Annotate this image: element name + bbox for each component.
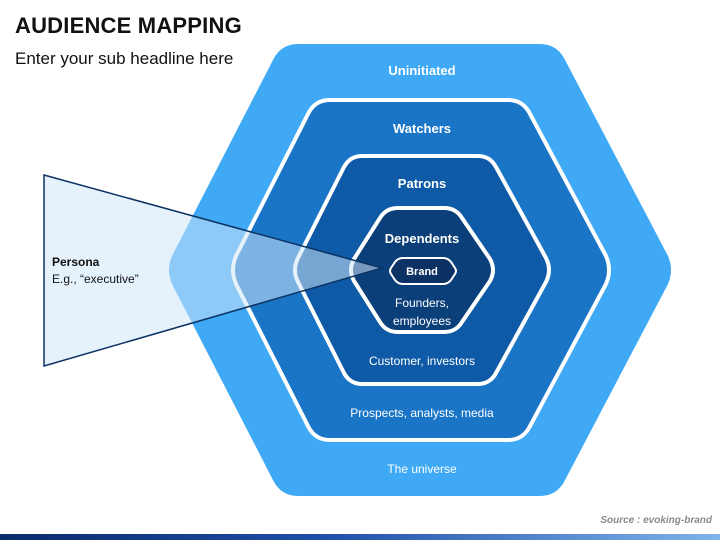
layer-name-dependents: Dependents <box>385 231 459 246</box>
hexagon-brand <box>389 257 457 285</box>
bottom-accent-bar <box>0 534 720 540</box>
source-note: Source : evoking-brand <box>600 515 712 526</box>
layer-name-patrons: Patrons <box>398 176 446 191</box>
slide-title: AUDIENCE MAPPING <box>15 13 242 38</box>
layer-name-uninitiated: Uninitiated <box>388 63 455 78</box>
slide-subtitle: Enter your sub headline here <box>15 49 234 68</box>
persona-cone <box>43 174 385 367</box>
layer-description-dependents-line2: employees <box>393 314 451 328</box>
layer-description-uninitiated: The universe <box>387 462 457 476</box>
persona-title: Persona <box>52 255 100 269</box>
layer-description-patrons: Customer, investors <box>369 354 475 368</box>
layer-description-watchers: Prospects, analysts, media <box>350 406 494 420</box>
layer-description-dependents-line1: Founders, <box>395 296 449 310</box>
layer-name-watchers: Watchers <box>393 121 451 136</box>
brand-label: Brand <box>406 266 438 278</box>
persona-example: E.g., “executive” <box>52 272 139 286</box>
